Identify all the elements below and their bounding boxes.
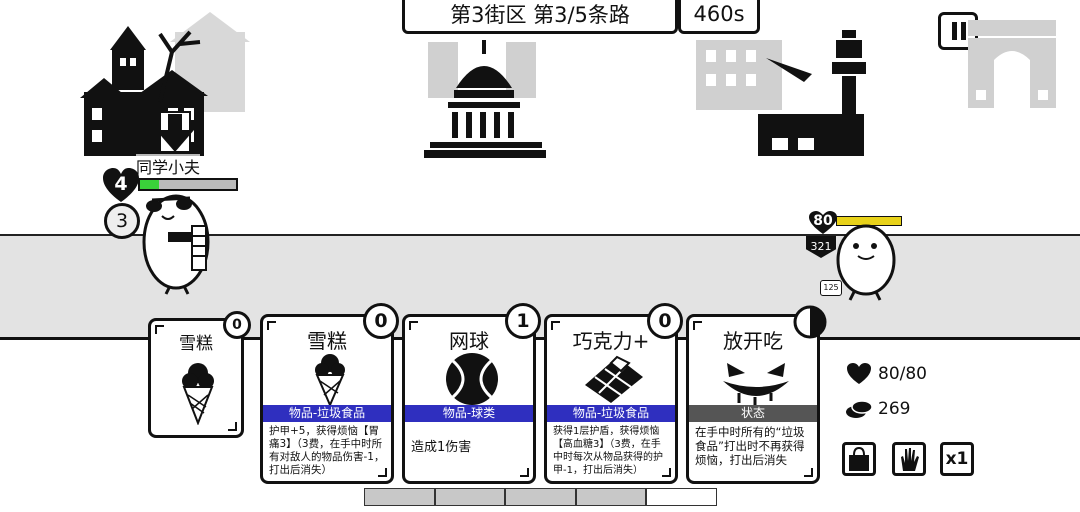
heart-icon (103, 168, 139, 202)
hand-button[interactable] (892, 442, 926, 476)
card-type-band: 物品-垃圾食品 (547, 405, 675, 422)
enemy-character (836, 224, 896, 301)
status-timer-icon (793, 305, 827, 339)
airport-tower-icon (696, 30, 866, 156)
player-name: 同学小夫 (136, 154, 201, 178)
card-title: 放开吃 (723, 329, 783, 353)
hp-value: 80/80 (878, 364, 927, 384)
capitol-building-icon (424, 40, 546, 158)
card-description: 获得1层护盾，获得烦恼【高血糖3】（3费，在手中时每次从物品获得的护甲-1，打出… (553, 426, 663, 476)
enemy-tag: 125 (820, 280, 842, 296)
player-hp-value: 4 (114, 173, 128, 195)
coins-value: 269 (878, 399, 911, 419)
card-description: 造成1伤害 (411, 440, 472, 455)
ice-cream-icon (315, 354, 345, 407)
draw-pile-card[interactable]: 雪糕 0 (148, 311, 251, 438)
progress-segment (364, 488, 435, 506)
stat-hp: 80/80 (846, 362, 927, 386)
speed-label: x1 (945, 449, 969, 469)
card-type-band: 状态 (689, 405, 817, 422)
pause-icon (951, 22, 969, 40)
shopping-bag-icon (849, 446, 869, 471)
hand-card-3[interactable]: 巧克力+ 物品-垃圾食品 获得1层护盾，获得烦恼【高血糖3】（3费，在手中时每次… (544, 303, 683, 484)
player-hp-bar (138, 178, 238, 191)
card-description: 护甲+5，获得烦恼【胃痛3】（3费，在手中时所有对敌人的物品伤害-1，打出后消失… (269, 425, 385, 476)
progress-segment (505, 488, 576, 506)
player-shield-badge: 3 (104, 203, 140, 239)
card-cost: 1 (505, 303, 541, 339)
shop-bag-button[interactable] (842, 442, 876, 476)
heart-icon (809, 211, 837, 234)
grinning-face-icon (723, 363, 789, 405)
enemy-hp-value: 80 (813, 213, 833, 229)
stat-coins: 269 (844, 398, 910, 420)
player-character (142, 194, 210, 295)
player-hp-heart: 4 (101, 166, 141, 206)
enemy-hp-heart: 80 (808, 210, 838, 236)
player-shield-value: 3 (115, 210, 129, 232)
ice-cream-icon (182, 363, 214, 425)
hand-card-2[interactable]: 网球 物品-球类 造成1伤害 1 (402, 303, 541, 484)
card-type-band: 物品-球类 (405, 405, 533, 422)
enemy-hp-bar-fill (837, 217, 901, 225)
chocolate-bar-icon (585, 355, 643, 403)
tennis-ball-icon (446, 353, 498, 405)
speed-button[interactable]: x1 (940, 442, 974, 476)
enemy-tag-value: 125 (823, 283, 839, 292)
hand-icon (901, 448, 919, 471)
enemy-intent-value: 321 (810, 240, 832, 253)
progress-segment (575, 488, 647, 506)
card-cost: 0 (647, 303, 683, 339)
card-description: 在手中时所有的“垃圾食品”打出时不再获得烦恼，打出后消失 (695, 425, 805, 467)
arch-monument-icon (968, 20, 1056, 108)
progress-segment (646, 488, 717, 506)
heart-icon (847, 363, 871, 384)
card-title: 网球 (449, 329, 489, 353)
location-banner: 第3街区 第3/5条路 (402, 0, 678, 34)
card-type-band: 物品-垃圾食品 (263, 405, 391, 422)
hand-card-1[interactable]: 雪糕 物品-垃圾食品 护甲+5，获得烦恼【胃痛3】（3费，在手中时所有对敌人的物… (260, 303, 399, 484)
card-title: 雪糕 (307, 329, 347, 353)
card-cost: 0 (223, 311, 251, 339)
card-title: 巧克力+ (572, 329, 650, 353)
location-text: 第3街区 第3/5条路 (450, 3, 630, 27)
card-title: 雪糕 (179, 334, 213, 354)
enemy-intent-badge: 321 (806, 236, 836, 258)
progress-segment (434, 488, 506, 506)
hand-card-4[interactable]: 放开吃 状态 在手中时所有的“垃圾食品”打出时不再获得烦恼，打出后消失 (686, 305, 827, 484)
timer-box: 460s (678, 0, 760, 34)
player-hp-bar-fill (140, 180, 160, 189)
coins-icon (846, 400, 873, 418)
haunted-house-icon (80, 12, 250, 156)
card-cost: 0 (363, 303, 399, 339)
timer-text: 460s (693, 2, 745, 26)
